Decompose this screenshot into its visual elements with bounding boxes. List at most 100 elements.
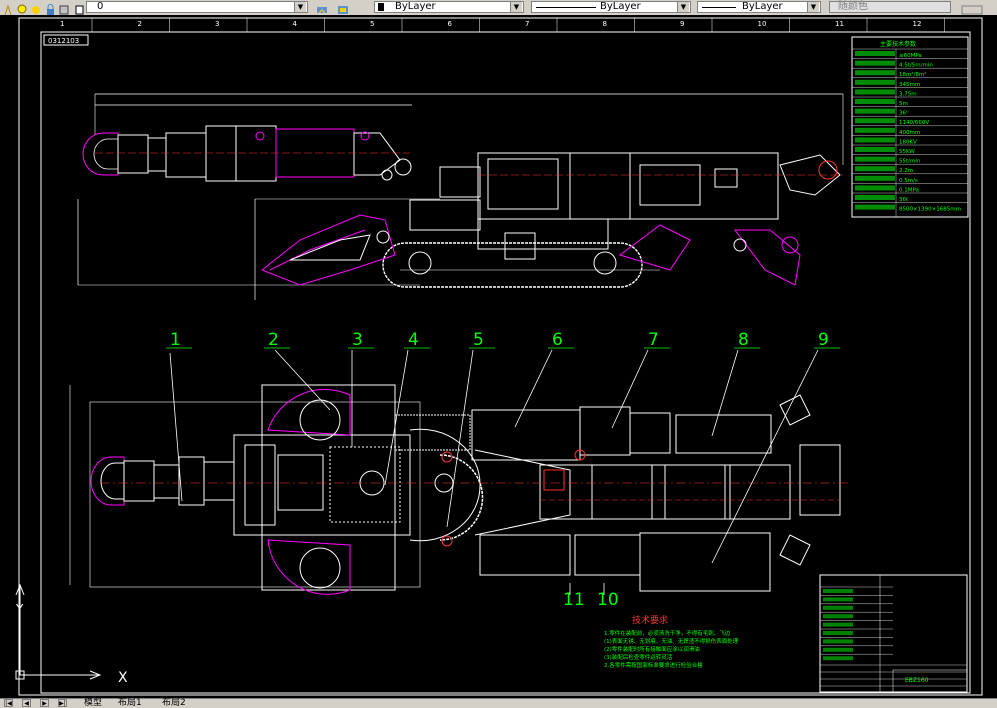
prev-tab-icon[interactable]: ◀	[22, 699, 31, 707]
bom-row-glyph	[823, 639, 853, 644]
callout-number: 7	[648, 330, 659, 350]
spec-value: 55t/min	[899, 159, 921, 165]
column-number: 12	[913, 20, 922, 28]
linetype-value: ByLayer	[600, 1, 641, 12]
color-square-icon[interactable]	[58, 1, 71, 15]
spec-label-glyph	[855, 204, 895, 210]
tab-layout2[interactable]: 布局2	[162, 698, 186, 708]
spec-value: 2.2m	[899, 168, 913, 174]
callout-number: 3	[352, 330, 363, 350]
callout-number: 8	[738, 330, 749, 350]
tech-title: 技术要求	[632, 614, 668, 626]
lightbulb-icon[interactable]	[16, 1, 29, 14]
column-number: 5	[370, 20, 374, 28]
callout-number: 1	[170, 330, 181, 350]
ucs-icon: X Y	[15, 583, 128, 686]
tech-line: (3)装配后检查零件运转灵活	[604, 653, 673, 661]
linetype-dropdown[interactable]: ByLayer ▼	[531, 1, 691, 13]
chevron-down-icon[interactable]: ▼	[807, 2, 819, 12]
tab-model[interactable]: 模型	[84, 698, 103, 708]
spec-label-glyph	[855, 137, 895, 143]
spec-value: 4.5t/5m/min	[899, 63, 933, 69]
spec-value: 1140/660V	[899, 120, 929, 126]
spec-value: 18m²/8m²	[899, 71, 926, 78]
sun-icon[interactable]	[30, 1, 43, 14]
linetype-sample	[536, 7, 596, 8]
last-tab-icon[interactable]: ▶|	[58, 699, 67, 707]
sheet-code-box	[43, 34, 89, 46]
layer-state-icon[interactable]	[2, 1, 15, 16]
properties-toolbar: 0▼ ByLayer▼ ByLayer▼ ByLayer▼ 随颜色	[0, 0, 997, 16]
plotstyle-value: 随颜色	[838, 1, 868, 12]
chevron-down-icon[interactable]: ▼	[510, 2, 522, 12]
spec-value: ≤60MPa	[899, 53, 922, 59]
spec-table-title: 主要技术参数	[880, 40, 916, 48]
layer-value: 0	[97, 1, 104, 12]
spec-value: 5m	[899, 101, 908, 107]
spec-label-glyph	[855, 127, 895, 133]
tech-requirements: 技术要求 1.零件在装配前，必须清洗干净，不得有毛刺、飞边 (1)表面无锈、无划…	[604, 614, 739, 669]
callout-number: 4	[408, 330, 419, 350]
spec-table: 主要技术参数 ≤60MPa4.5t/5m/min18m²/8m²345mm3.7…	[851, 36, 969, 218]
sheet-code: 0312103	[48, 37, 79, 45]
sheet-outer-frame	[18, 17, 983, 696]
spec-value: 8500×1390×1685mm	[899, 207, 961, 213]
callout-number: 5	[473, 330, 484, 350]
bom-row-glyph	[823, 656, 853, 661]
layer-dropdown[interactable]: 0▼	[86, 1, 308, 13]
lineweight-dropdown[interactable]: ByLayer ▼	[697, 1, 821, 13]
column-number: 7	[525, 20, 529, 28]
spec-label-glyph	[855, 60, 895, 66]
bom-row-glyph	[823, 622, 853, 627]
chevron-down-icon[interactable]: ▼	[294, 2, 306, 12]
column-number: 9	[680, 20, 684, 28]
spec-label-glyph	[855, 118, 895, 124]
plan-view	[69, 384, 850, 595]
tab-layout1[interactable]: 布局1	[118, 698, 142, 708]
make-current-layer-icon[interactable]	[315, 1, 328, 14]
spec-label-glyph	[855, 147, 895, 152]
bom-row-glyph	[823, 597, 853, 602]
spec-label-glyph	[855, 70, 895, 76]
bom-row-glyph	[823, 589, 853, 593]
tech-line: (1)表面无锈、无划痕、无油、无焊渣不得损伤表面处理	[604, 637, 739, 645]
layer-previous-icon[interactable]	[336, 1, 349, 14]
bom-row-glyph	[823, 647, 853, 652]
lineweight-sample	[702, 7, 736, 8]
spec-value: 0.5m/s	[899, 178, 918, 184]
next-tab-icon[interactable]: ▶	[40, 699, 49, 707]
spec-value: 180KV	[899, 139, 917, 145]
plotstyle-dropdown[interactable]: 随颜色	[829, 1, 951, 13]
white-square-icon[interactable]	[73, 1, 86, 15]
toolbar-grip-icon[interactable]	[958, 1, 988, 15]
column-number: 1	[60, 20, 64, 28]
lineweight-value: ByLayer	[742, 1, 783, 12]
bom-row-glyph	[823, 631, 853, 635]
spec-label-glyph	[855, 166, 895, 172]
column-number: 6	[448, 20, 453, 28]
spec-label-glyph	[855, 156, 895, 162]
color-value: ByLayer	[395, 1, 436, 12]
spec-label-glyph	[855, 195, 895, 200]
tech-line: (2)零件装配时所有接触面应涂以润滑油	[604, 645, 700, 653]
spec-label-glyph	[855, 99, 895, 104]
chevron-down-icon[interactable]: ▼	[677, 2, 689, 12]
spec-value: 36t	[899, 197, 909, 203]
spec-label-glyph	[855, 51, 895, 56]
color-dropdown[interactable]: ByLayer ▼	[374, 1, 524, 13]
spec-value: 0.1MPa	[899, 187, 919, 193]
first-tab-icon[interactable]: |◀	[4, 699, 13, 707]
tech-line: 1.零件在装配前，必须清洗干净，不得有毛刺、飞边	[604, 629, 731, 637]
callout-number: 10	[597, 590, 619, 610]
spec-label-glyph	[855, 185, 895, 191]
lock-icon[interactable]	[44, 1, 57, 15]
spec-label-glyph	[855, 89, 895, 95]
title-block: EBZ160	[819, 574, 968, 693]
spec-label-glyph	[855, 79, 895, 85]
color-swatch-icon	[378, 3, 384, 11]
column-number: 8	[603, 20, 607, 28]
